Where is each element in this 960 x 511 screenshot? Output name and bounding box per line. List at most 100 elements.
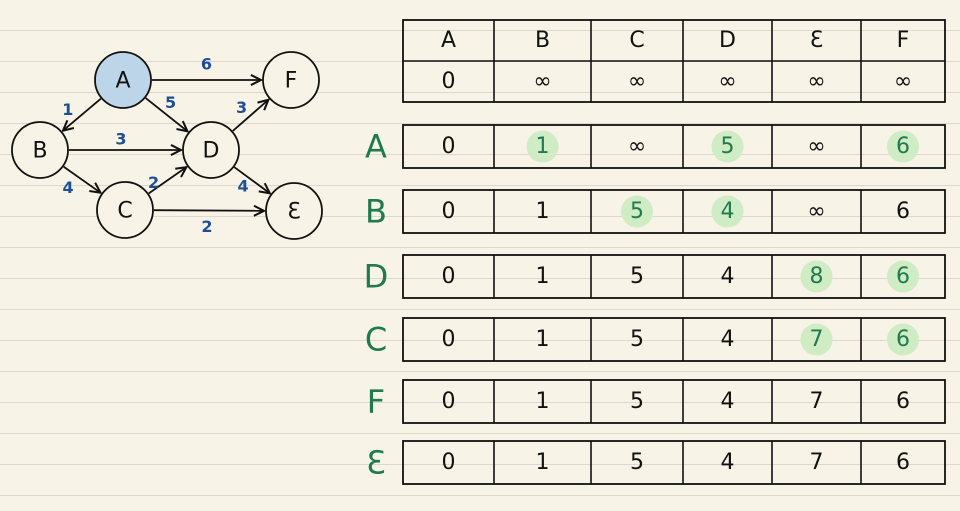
distance-cell: 4 <box>721 389 735 414</box>
node-circle <box>11 121 69 179</box>
distance-cell: 0 <box>442 450 456 475</box>
node-circle <box>94 51 152 109</box>
graph-node-c: C <box>96 181 154 239</box>
column-header: A <box>441 28 456 53</box>
distance-cell: 0 <box>442 389 456 414</box>
distance-cell: 1 <box>536 199 550 224</box>
row-border <box>402 254 946 299</box>
initial-distance: ∞ <box>533 69 551 94</box>
column-header: D <box>719 28 736 53</box>
node-circle <box>182 121 240 179</box>
column-header: Ɛ <box>810 28 824 53</box>
column-header: F <box>897 28 910 53</box>
initial-distance: ∞ <box>628 69 646 94</box>
edge-a-b: 1 <box>62 98 102 131</box>
graph-nodes: A B C D Ɛ F <box>11 51 323 240</box>
distance-cell: 4 <box>721 327 735 352</box>
node-label: C <box>117 199 132 224</box>
edge-d-e: 4 <box>233 166 269 196</box>
updated-highlight <box>887 323 919 356</box>
edge-arrow <box>63 165 101 193</box>
graph-node-d: D <box>182 121 240 179</box>
distance-cell: 0 <box>442 199 456 224</box>
distance-cell: 5 <box>630 199 644 224</box>
distance-cell: 8 <box>810 264 824 289</box>
node-label: F <box>285 69 298 94</box>
edge-d-f: 3 <box>232 98 269 132</box>
graph-node-a: A <box>94 51 152 109</box>
row-border <box>402 317 946 362</box>
updated-highlight <box>621 195 653 228</box>
distance-cell: 7 <box>810 327 824 352</box>
distance-cell: 5 <box>630 450 644 475</box>
distance-cell: 6 <box>896 327 910 352</box>
updated-highlight <box>526 130 559 163</box>
distance-cell: 4 <box>721 450 735 475</box>
distance-cell: 4 <box>721 199 735 224</box>
distance-cell: ∞ <box>807 134 825 159</box>
node-label: D <box>203 139 220 164</box>
updated-highlight <box>711 195 744 228</box>
node-label: A <box>115 69 130 94</box>
distance-cell: 7 <box>810 389 824 414</box>
initial-distance: ∞ <box>718 69 736 94</box>
distance-cell: 0 <box>442 134 456 159</box>
row-border <box>402 440 946 485</box>
distance-cell: 4 <box>721 264 735 289</box>
graph-node-f: F <box>262 51 320 109</box>
node-circle <box>262 51 320 109</box>
edge-c-d: 2 <box>148 167 186 195</box>
distance-cell: 1 <box>536 264 550 289</box>
distance-cell: ∞ <box>628 134 646 159</box>
distance-cell: 6 <box>896 134 910 159</box>
graph-node-e: Ɛ <box>265 182 323 240</box>
distance-cell: 6 <box>896 199 910 224</box>
edge-arrow <box>232 100 269 132</box>
step-label: F <box>367 383 385 421</box>
column-header: B <box>535 28 550 53</box>
edge-arrow <box>153 210 264 211</box>
edge-arrow <box>233 166 269 193</box>
step-label: Ɛ <box>366 444 386 482</box>
distance-cell: 6 <box>896 450 910 475</box>
updated-highlight <box>711 130 744 163</box>
step-row-2: B 0 1 5 4 ∞ 6 <box>365 189 946 234</box>
edge-b-c: 4 <box>63 165 101 197</box>
node-circle <box>265 182 323 240</box>
updated-highlight <box>800 323 833 356</box>
edge-arrow <box>145 97 188 131</box>
edge-arrow <box>63 98 102 131</box>
distance-cell: 5 <box>630 327 644 352</box>
edge-weight: 1 <box>62 100 73 119</box>
step-label: C <box>365 321 387 359</box>
node-circle <box>96 181 154 239</box>
node-label: B <box>32 139 47 164</box>
distance-cell: 5 <box>630 264 644 289</box>
edge-a-d: 5 <box>145 93 188 131</box>
step-label: B <box>365 193 387 231</box>
edge-b-d: 3 <box>69 130 181 151</box>
row-border <box>402 379 946 424</box>
updated-highlight <box>887 130 919 163</box>
edge-weight: 3 <box>115 130 126 149</box>
initial-distance: 0 <box>442 69 456 94</box>
edge-weight: 2 <box>148 173 159 192</box>
edge-weight: 4 <box>63 178 74 197</box>
step-label: D <box>364 258 389 296</box>
edge-weight: 6 <box>201 55 212 74</box>
distance-cell: 1 <box>536 389 550 414</box>
edge-a-f: 6 <box>152 55 261 81</box>
edge-weight: 3 <box>236 98 247 117</box>
column-header: C <box>629 28 644 53</box>
initial-distance: ∞ <box>894 69 912 94</box>
distance-cell: ∞ <box>807 199 825 224</box>
